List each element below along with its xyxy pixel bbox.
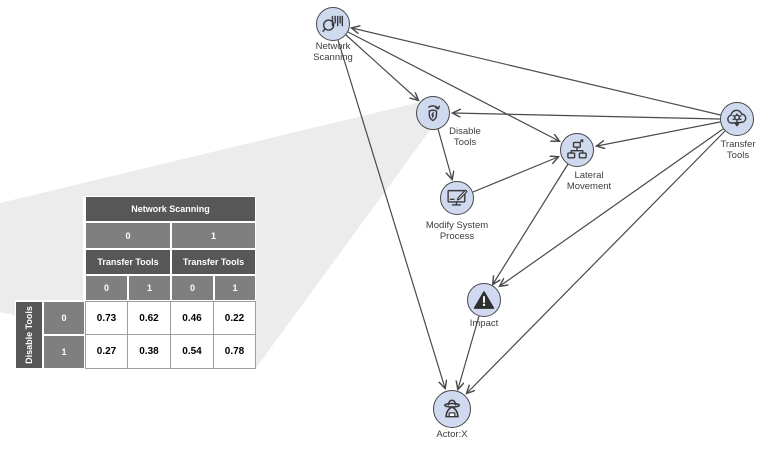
cpt-col-parent-header: Network Scanning: [85, 196, 256, 222]
cpt-col-child-state: 0: [171, 275, 214, 301]
shield-disable-icon: [427, 105, 440, 122]
edge-modify-system-process-lateral-movement: [472, 157, 558, 193]
cpt-table: Network Scanning 0 1 Transfer Tools Tran…: [15, 196, 256, 369]
edge-lateral-movement-impact: [493, 163, 569, 284]
cpt-row-parent-label: Disable Tools: [24, 306, 35, 364]
cpt-row-state-0: 0: [43, 301, 85, 335]
node-lateral-movement: [560, 133, 594, 167]
cpt-col-child-header-0: Transfer Tools: [85, 249, 171, 275]
spy-actor-icon: [444, 399, 460, 418]
node-label-actor-x: Actor:X: [436, 429, 468, 440]
node-network-scanning: [316, 7, 350, 41]
node-transfer-tools: [720, 102, 754, 136]
node-label-impact: Impact: [469, 318, 499, 329]
node-disable-tools: [416, 96, 450, 130]
edge-disable-tools-modify-system-process: [437, 128, 452, 179]
cpt-col-child-state: 1: [214, 275, 256, 301]
edge-transfer-tools-network-scanning: [352, 28, 721, 116]
cpt-col-child-state: 0: [85, 275, 128, 301]
cpt-value: 0.73: [85, 301, 128, 335]
cpt-col-child-header-1: Transfer Tools: [171, 249, 256, 275]
cpt-value: 0.38: [127, 334, 171, 369]
cpt-col-parent-state-0: 0: [85, 222, 171, 249]
edge-transfer-tools-actor-x: [467, 130, 726, 393]
edge-transfer-tools-lateral-movement: [597, 121, 721, 146]
cpt-value: 0.22: [213, 301, 256, 335]
cpt-value: 0.54: [170, 334, 214, 369]
edge-transfer-tools-impact: [500, 128, 724, 286]
node-impact: [467, 283, 501, 317]
monitor-edit-icon: [447, 189, 468, 206]
cloud-transfer-icon: [727, 109, 747, 127]
warning-icon: [473, 291, 495, 309]
edge-network-scanning-lateral-movement: [347, 31, 559, 141]
edge-impact-actor-x: [458, 315, 480, 389]
node-modify-system-process: [440, 181, 474, 215]
cpt-col-child-state: 1: [128, 275, 171, 301]
edge-network-scanning-disable-tools: [345, 34, 418, 100]
cpt-value: 0.27: [85, 334, 128, 369]
org-chart-icon: [567, 139, 587, 159]
cpt-value: 0.46: [170, 301, 214, 335]
cpt-row-parent-header: Disable Tools: [15, 301, 43, 369]
cpt-value: 0.78: [213, 334, 256, 369]
edge-transfer-tools-disable-tools: [453, 113, 721, 120]
edge-network-scanning-actor-x: [337, 39, 445, 388]
barcode-scan-icon: [322, 15, 344, 32]
node-actor-x: [433, 390, 471, 428]
cpt-row-state-1: 1: [43, 335, 85, 369]
cpt-col-parent-state-1: 1: [171, 222, 256, 249]
cpt-value: 0.62: [127, 301, 171, 335]
